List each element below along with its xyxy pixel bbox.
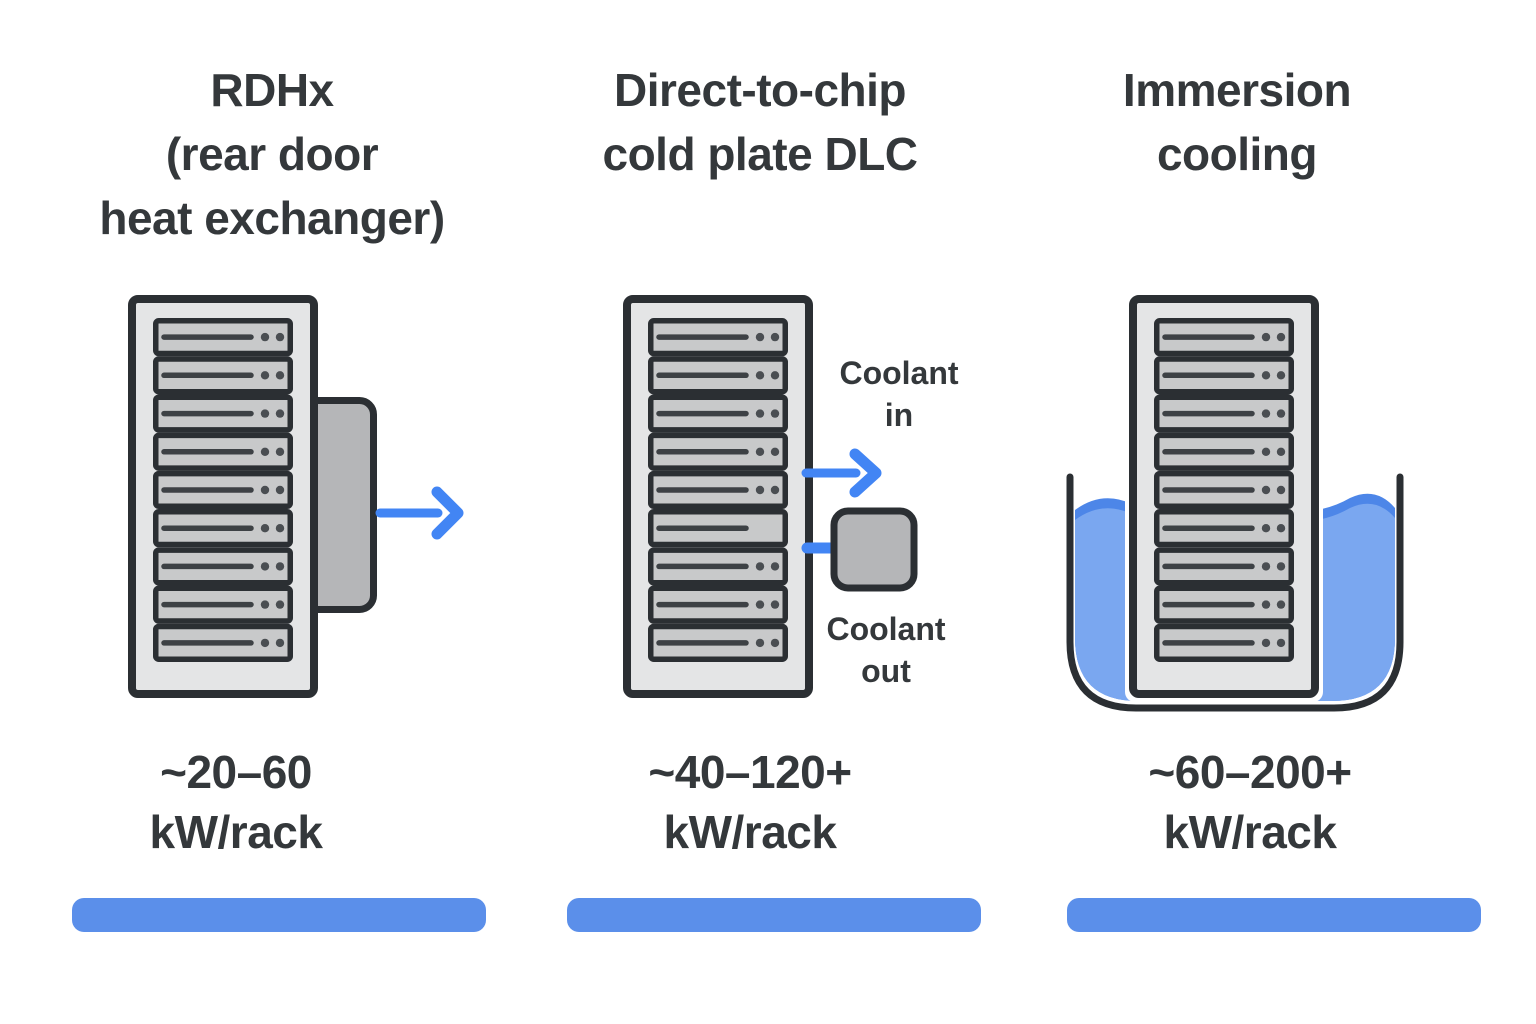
coolant-in-label: Coolant in: [839, 355, 959, 433]
capacity-bar-direct-to-chip: [567, 898, 981, 932]
rdhx-illustration: [128, 295, 464, 698]
range-value: ~40–120+: [648, 746, 852, 798]
server-rack-icon: [128, 295, 318, 698]
column-title-direct-to-chip: Direct-to-chip cold plate DLC: [602, 64, 918, 180]
direct-to-chip-illustration: [623, 295, 918, 698]
immersion-illustration: [1066, 291, 1404, 712]
coolant-out-label: Coolant out: [826, 611, 946, 689]
server-rack-icon: [623, 295, 813, 698]
capacity-range-immersion: ~60–200+ kW/rack: [1000, 742, 1500, 862]
coolant-in-arrow-icon: [801, 448, 882, 498]
server-rack-icon: [1129, 295, 1319, 698]
capacity-bar-immersion: [1067, 898, 1481, 932]
cold-plate-icon: [830, 507, 918, 592]
capacity-bar-rdhx: [72, 898, 486, 932]
capacity-range-rdhx: ~20–60 kW/rack: [0, 742, 486, 862]
range-value: ~60–200+: [1148, 746, 1352, 798]
range-unit: kW/rack: [149, 806, 323, 858]
column-title-rdhx: RDHx (rear door heat exchanger): [99, 64, 445, 244]
range-value: ~20–60: [160, 746, 312, 798]
immersion-tub-icon: [1066, 473, 1404, 712]
range-unit: kW/rack: [663, 806, 837, 858]
airflow-arrow-icon: [375, 486, 464, 540]
column-title-immersion: Immersion cooling: [1122, 64, 1352, 180]
capacity-range-direct-to-chip: ~40–120+ kW/rack: [500, 742, 1000, 862]
range-unit: kW/rack: [1163, 806, 1337, 858]
